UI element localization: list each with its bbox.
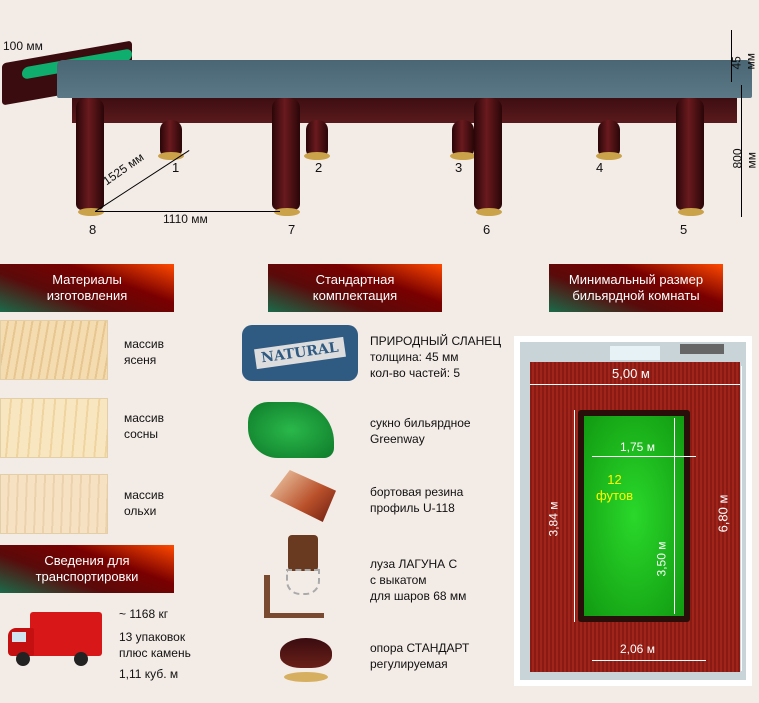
room-header: Минимальный размер бильярдной комнаты bbox=[549, 264, 723, 312]
material-label: массив ольхи bbox=[124, 488, 165, 518]
alder-sample bbox=[0, 474, 108, 534]
outer-length-label: 3,84 м bbox=[546, 501, 561, 537]
room-length-label: 6,80 м bbox=[715, 494, 731, 533]
slate-icon: NATURAL bbox=[242, 325, 358, 381]
leg-label: 1 bbox=[172, 160, 180, 175]
table-width-label: 1,75 м bbox=[620, 440, 655, 454]
weight-value: ~ 1168 кг bbox=[119, 607, 169, 621]
ash-sample bbox=[0, 320, 108, 380]
span-label: 1110 мм bbox=[163, 212, 208, 226]
leg-label: 5 bbox=[680, 222, 688, 237]
kit-item: ПРИРОДНЫЙ СЛАНЕЦ толщина: 45 мм кол-во ч… bbox=[370, 334, 502, 380]
natural-label: NATURAL bbox=[254, 336, 346, 370]
room-width-label: 5,00 м bbox=[612, 366, 650, 381]
materials-header: Материалы изготовления bbox=[0, 264, 174, 312]
volume-value: 1,11 куб. м bbox=[119, 667, 179, 681]
slate-top bbox=[57, 60, 752, 98]
packages-value: 13 упаковок плюс камень bbox=[119, 630, 191, 660]
foot-icon bbox=[276, 638, 336, 688]
leg-label: 3 bbox=[455, 160, 463, 175]
truck-icon bbox=[8, 612, 108, 670]
room-plan: 5,00 м 6,80 м 1,75 м 3,50 м 2,06 м 3,84 … bbox=[514, 336, 752, 686]
kit-item: сукно бильярдное Greenway bbox=[370, 416, 471, 446]
leg-label: 2 bbox=[315, 160, 323, 175]
table-length-label: 3,50 м bbox=[654, 541, 669, 577]
leg-label: 7 bbox=[288, 222, 296, 237]
leg-label: 6 bbox=[483, 222, 491, 237]
transport-header: Сведения для транспортировки bbox=[0, 545, 174, 593]
rail-width-label: 100 мм bbox=[3, 39, 43, 53]
total-height-label: 800 мм bbox=[730, 148, 759, 169]
material-label: массив ясеня bbox=[124, 337, 165, 367]
kit-item: луза ЛАГУНА С с выкатом для шаров 68 мм bbox=[370, 557, 467, 603]
pool-table bbox=[578, 410, 690, 622]
kit-item: опора СТАНДАРТ регулируемая bbox=[370, 641, 470, 671]
cloth-icon bbox=[248, 402, 334, 458]
leg-label: 4 bbox=[596, 160, 604, 175]
kit-header: Стандартная комплектация bbox=[268, 264, 442, 312]
rubber-icon bbox=[270, 470, 336, 522]
top-height-label: 45 мм bbox=[729, 53, 758, 70]
kit-item: бортовая резина профиль U-118 bbox=[370, 485, 464, 515]
outer-width-label: 2,06 м bbox=[620, 642, 655, 656]
table-size-label: 12 футов bbox=[596, 472, 633, 503]
leg-label: 8 bbox=[89, 222, 97, 237]
material-label: массив сосны bbox=[124, 411, 165, 441]
pocket-icon bbox=[262, 535, 344, 625]
pine-sample bbox=[0, 398, 108, 458]
table-apron bbox=[72, 95, 737, 123]
